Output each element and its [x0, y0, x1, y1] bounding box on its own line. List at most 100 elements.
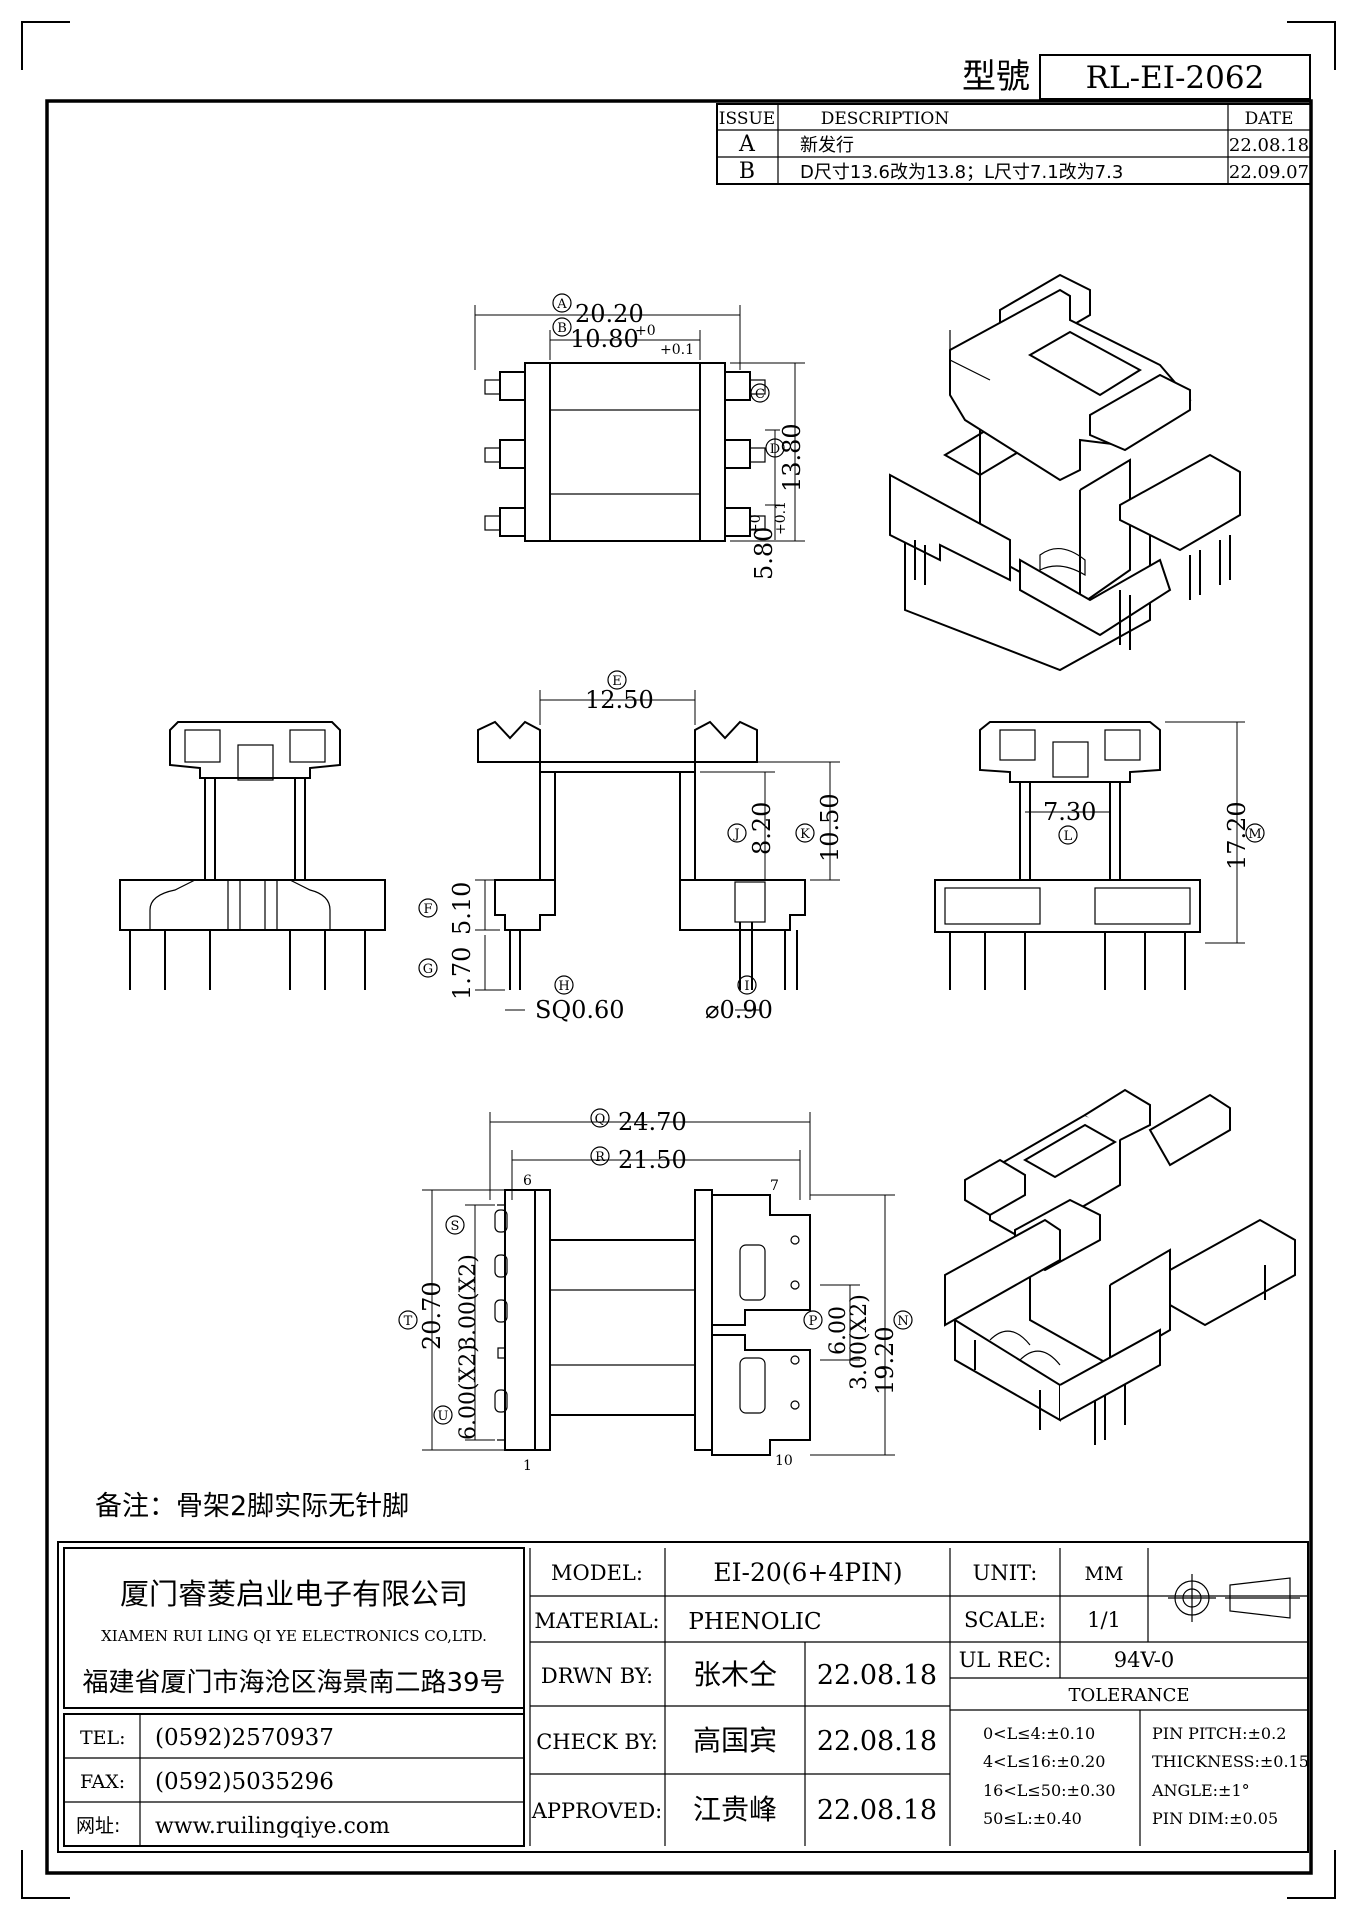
callout-a: A	[556, 297, 567, 312]
model-field-value: EI-20(6+4PIN)	[713, 1558, 902, 1587]
end-view	[934, 721, 1245, 990]
top-view	[474, 305, 805, 542]
callout-q: Q	[595, 1112, 606, 1127]
isometric-view-top	[889, 273, 1241, 672]
tolerance-left-2: 16<L≤50:±0.30	[983, 1781, 1116, 1800]
callout-p: P	[809, 1314, 818, 1329]
unit-value: MM	[1085, 1563, 1124, 1585]
check-label: CHECK BY:	[536, 1730, 658, 1754]
projection-symbol-icon	[1168, 1574, 1300, 1622]
callout-e: E	[612, 674, 622, 689]
pin-10-label: 10	[775, 1453, 793, 1469]
check-date: 22.08.18	[817, 1726, 937, 1757]
dimension-labels: A 20.20 B 10.80 +0 +0.1 C D 13.80 5.80 +…	[398, 293, 1265, 1474]
callout-c: C	[755, 387, 765, 402]
approved-date: 22.08.18	[817, 1795, 937, 1826]
callout-r: R	[595, 1150, 606, 1165]
tel-label: TEL:	[80, 1727, 126, 1749]
callout-h: H	[558, 979, 569, 994]
tolerance-left-1: 4<L≤16:±0.20	[983, 1752, 1105, 1771]
pin-1-label: 1	[523, 1458, 532, 1474]
rev-b-date: 22.09.07	[1229, 162, 1309, 183]
tolerance-title: TOLERANCE	[1068, 1685, 1189, 1706]
callout-u: U	[438, 1409, 449, 1424]
checked-by: 高国宾	[693, 1724, 777, 1757]
model-label: 型號	[962, 57, 1030, 97]
rev-col-issue: ISSUE	[719, 109, 775, 129]
rev-b-issue: B	[739, 159, 755, 184]
fax-value: (0592)5035296	[155, 1769, 334, 1795]
dim-l: 7.30	[1043, 798, 1096, 826]
company-name-en: XIAMEN RUI LING QI YE ELECTRONICS CO,LTD…	[101, 1627, 487, 1645]
company-address: 福建省厦门市海沧区海景南二路39号	[82, 1668, 505, 1698]
pin-6-label: 6	[523, 1173, 532, 1189]
model-field-label: MODEL:	[551, 1561, 643, 1585]
model-number-box	[1039, 54, 1311, 100]
dim-b: 10.80	[570, 325, 639, 353]
unit-label: UNIT:	[973, 1561, 1038, 1585]
dim-g: 1.70	[448, 947, 476, 1000]
dim-c-tol-lower: +0.1	[773, 501, 789, 535]
tolerance-right-3: PIN DIM:±0.05	[1152, 1809, 1278, 1828]
bottom-view	[422, 1112, 895, 1456]
dim-a: 20.20	[575, 300, 644, 328]
rev-a-issue: A	[738, 132, 756, 157]
drawing-frame	[45, 99, 1313, 1875]
dim-s: 3.00(X2)	[456, 1254, 481, 1350]
model-number: RL-EI-2062	[1086, 60, 1265, 96]
web-value: www.ruilingqiye.com	[155, 1814, 390, 1839]
revision-table: ISSUE DESCRIPTION DATE A 新发行 22.08.18 B …	[716, 103, 1312, 185]
dim-u: 6.00(X2)	[456, 1344, 481, 1440]
rev-col-description: DESCRIPTION	[821, 109, 950, 129]
dim-c-tol-upper: +0	[748, 514, 764, 535]
rev-col-date: DATE	[1245, 109, 1294, 129]
callout-d: D	[770, 442, 780, 457]
callout-m: M	[1248, 827, 1261, 842]
tel-value: (0592)2570937	[155, 1725, 334, 1751]
callout-t: T	[404, 1314, 413, 1329]
dim-q: 24.70	[618, 1108, 687, 1136]
dim-t: 20.70	[418, 1281, 446, 1350]
web-label: 网址:	[76, 1815, 120, 1837]
pin-7-label: 7	[770, 1178, 779, 1194]
dim-n2: 3.00(X2)	[847, 1294, 872, 1390]
scale-value: 1/1	[1087, 1608, 1121, 1632]
approved-by: 江贵峰	[693, 1793, 777, 1826]
dim-r: 21.50	[618, 1146, 687, 1174]
tolerance-right-0: PIN PITCH:±0.2	[1152, 1724, 1286, 1743]
tolerance-left-0: 0<L≤4:±0.10	[983, 1724, 1095, 1743]
dim-e: 12.50	[585, 686, 654, 714]
tolerance-left-3: 50≤L:±0.40	[983, 1809, 1082, 1828]
dim-b-tol-upper: +0	[635, 323, 656, 339]
ul-label: UL REC:	[959, 1648, 1052, 1672]
isometric-view-bottom	[944, 1088, 1296, 1445]
material-label: MATERIAL:	[534, 1609, 659, 1633]
rev-a-description: 新发行	[800, 135, 854, 156]
material-value: PHENOLIC	[688, 1609, 821, 1635]
drawn-by: 张木仝	[693, 1658, 777, 1691]
drawn-date: 22.08.18	[817, 1660, 937, 1691]
corner-marks	[21, 21, 1336, 1899]
ul-value: 94V-0	[1114, 1648, 1174, 1672]
dim-b-tol-lower: +0.1	[660, 342, 694, 358]
dim-k: 10.50	[816, 793, 844, 862]
dim-d: 13.80	[778, 423, 806, 492]
dim-p: 6.00	[826, 1306, 851, 1355]
title-block: 厦门睿菱启业电子有限公司 XIAMEN RUI LING QI YE ELECT…	[57, 1541, 1309, 1853]
callout-n: N	[897, 1314, 908, 1329]
drawn-label: DRWN BY:	[541, 1664, 653, 1688]
tolerance-right-2: ANGLE:±1°	[1151, 1781, 1250, 1800]
callout-k: K	[800, 827, 810, 842]
drawing-note: 备注：骨架2脚实际无针脚	[95, 1491, 410, 1522]
dim-c: 5.80	[750, 527, 778, 580]
approved-label: APPROVED:	[531, 1799, 663, 1823]
rev-b-description: D尺寸13.6改为13.8；L尺寸7.1改为7.3	[800, 162, 1123, 183]
callout-i: I	[744, 979, 749, 994]
scale-label: SCALE:	[964, 1608, 1046, 1632]
dim-n: 19.20	[871, 1326, 899, 1395]
model-header: 型號 RL-EI-2062	[962, 54, 1311, 100]
side-view	[475, 690, 840, 1011]
front-view	[119, 721, 386, 990]
company-name-cn: 厦门睿菱启业电子有限公司	[120, 1577, 468, 1611]
